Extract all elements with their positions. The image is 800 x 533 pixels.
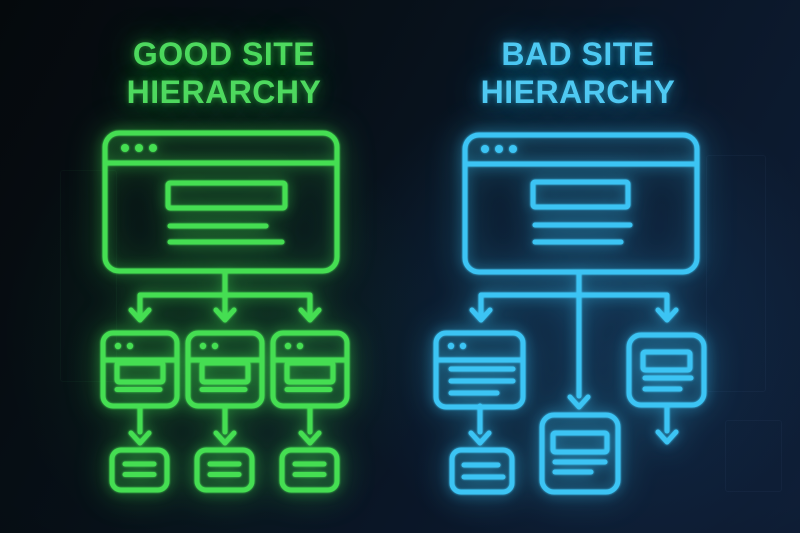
window-control-dot-icon [459, 342, 467, 350]
right-card-icon [626, 332, 707, 408]
window-control-dot-icon [149, 144, 157, 152]
down-arrow-icon [471, 406, 489, 443]
detail-card-icon [112, 450, 167, 490]
hero-box [165, 180, 288, 211]
window-control-dot-icon [509, 145, 517, 153]
hero-box [530, 179, 631, 210]
dangling-arrow-icon [658, 405, 676, 442]
category-window-icon [188, 333, 262, 406]
detail-card-icon [197, 450, 252, 490]
main-browser-window-icon [462, 132, 700, 275]
category-window-icon [103, 333, 177, 406]
window-control-dot-icon [481, 145, 489, 153]
down-arrow-icon [216, 406, 234, 443]
bad-hierarchy-diagram [433, 132, 707, 495]
hero-box [550, 430, 610, 455]
card-frame [449, 447, 515, 495]
level1-connector-arrows [131, 268, 319, 320]
main-browser-window-icon [102, 130, 340, 274]
left-leaf-card-icon [449, 447, 515, 495]
branch-line [478, 292, 670, 319]
category-window-icon [273, 333, 347, 406]
detail-card-icon [282, 450, 337, 490]
window-frame [102, 130, 340, 274]
good-hierarchy-panel: GOOD SITE HIERARCHY [0, 36, 400, 533]
window-control-dot-icon [495, 145, 503, 153]
hero-box [640, 349, 693, 373]
down-arrow-icon [301, 406, 319, 443]
bad-hierarchy-panel: BAD SITE HIERARCHY [400, 0, 800, 533]
down-arrow-icon [131, 406, 149, 443]
window-control-dot-icon [135, 144, 143, 152]
good-hierarchy-diagram [0, 130, 400, 533]
center-lowered-card-icon [539, 412, 621, 495]
left-browser-window-icon [433, 330, 526, 410]
window-frame [462, 132, 700, 275]
window-control-dot-icon [447, 342, 455, 350]
window-control-dot-icon [121, 144, 129, 152]
